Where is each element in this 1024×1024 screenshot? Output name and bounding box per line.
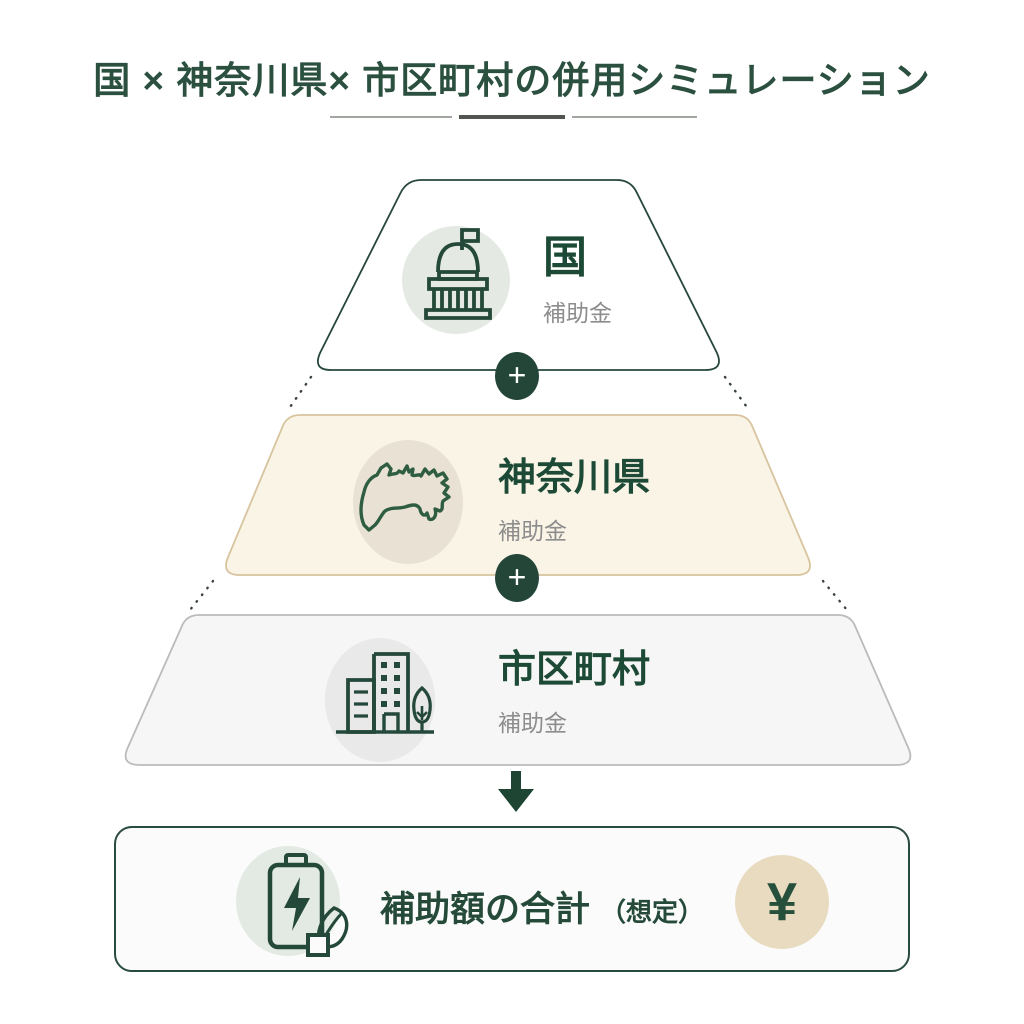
eco-battery-icon xyxy=(267,853,349,957)
total-title-main: 補助額の合計 xyxy=(380,890,591,929)
title-underline-center xyxy=(459,115,565,119)
municipality-icon-circle xyxy=(325,638,435,762)
tier-municipality-shape xyxy=(124,614,912,766)
yen-icon: ¥ xyxy=(735,855,829,949)
tier-national-shape xyxy=(317,179,720,371)
tier-national: 国 補助金 xyxy=(543,233,612,328)
tier-municipality-label: 補助金 xyxy=(498,709,567,736)
tier-municipality-name: 市区町村 xyxy=(498,649,651,691)
plus-badge-2: + xyxy=(495,554,539,602)
tier-prefecture-name: 神奈川県 xyxy=(498,457,651,499)
down-arrow-icon xyxy=(498,771,534,812)
tier-municipality: 市区町村 補助金 xyxy=(498,649,651,738)
city-buildings-icon xyxy=(336,652,434,734)
government-building-icon xyxy=(424,228,492,320)
tier-national-name: 国 xyxy=(543,233,587,282)
tier-prefecture: 神奈川県 補助金 xyxy=(498,457,651,546)
title-underline-left xyxy=(330,116,452,118)
title-underline-right xyxy=(572,116,697,118)
dotted-connectors xyxy=(188,375,849,612)
tier-prefecture-label: 補助金 xyxy=(498,517,567,544)
prefecture-icon-circle xyxy=(353,440,463,564)
tier-national-label: 補助金 xyxy=(543,300,612,327)
total-title: 補助額の合計 （想定） xyxy=(380,881,704,932)
total-title-note: （想定） xyxy=(600,897,705,927)
plus-badge-1: + xyxy=(495,352,539,400)
page-title: 国 × 神奈川県× 市区町村の併用シミュレーション xyxy=(93,60,931,101)
kanagawa-map-icon xyxy=(359,462,451,532)
